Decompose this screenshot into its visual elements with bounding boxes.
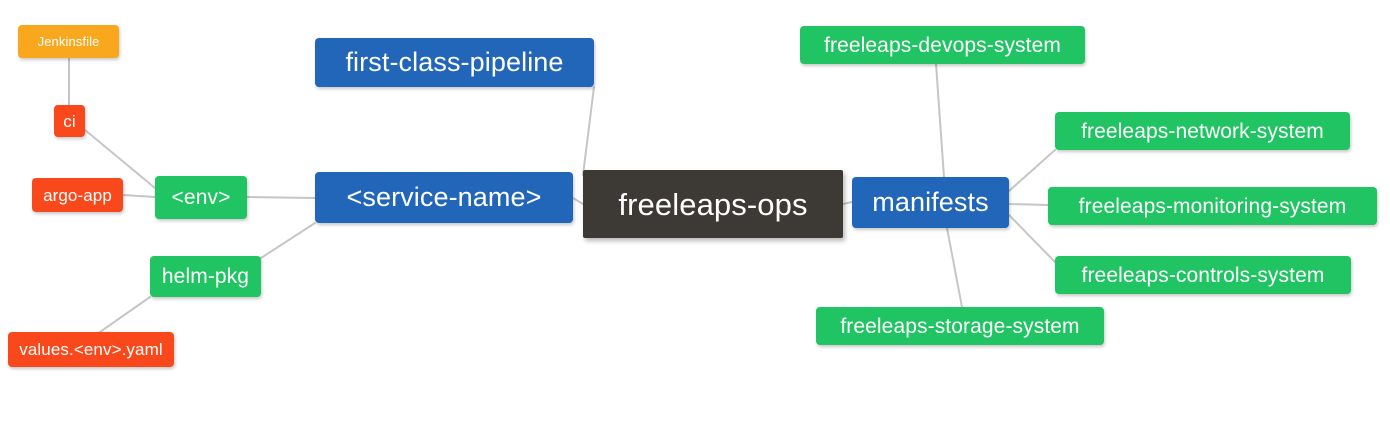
node-helm-pkg[interactable]: helm-pkg: [150, 256, 261, 297]
edge-manifests-network: [1008, 149, 1056, 192]
node-label: argo-app: [43, 185, 112, 205]
node-label: freeleaps-network-system: [1081, 119, 1324, 143]
node-label: manifests: [872, 187, 989, 217]
node-first-class-pipeline[interactable]: first-class-pipeline: [315, 38, 594, 87]
node-label: freeleaps-monitoring-system: [1078, 194, 1347, 218]
node-freeleaps-storage-system[interactable]: freeleaps-storage-system: [816, 307, 1104, 345]
node-freeleaps-monitoring-system[interactable]: freeleaps-monitoring-system: [1048, 187, 1377, 225]
node-label: freeleaps-ops: [618, 186, 808, 222]
node-values-yaml[interactable]: values.<env>.yaml: [8, 332, 174, 367]
node-manifests[interactable]: manifests: [852, 177, 1009, 228]
edge-service-name-helm-pkg: [260, 222, 316, 259]
node-freeleaps-devops-system[interactable]: freeleaps-devops-system: [800, 26, 1085, 64]
edge-helm-pkg-values-yaml: [99, 296, 151, 333]
edge-root-manifests: [842, 201, 853, 205]
node-label: first-class-pipeline: [345, 47, 564, 77]
edge-service-name-env: [246, 196, 316, 199]
node-jenkinsfile[interactable]: Jenkinsfile: [18, 25, 119, 58]
node-label: freeleaps-storage-system: [840, 314, 1080, 338]
node-label: freeleaps-controls-system: [1081, 263, 1325, 287]
node-label: ci: [63, 111, 76, 131]
edge-manifests-monitoring: [1008, 203, 1049, 206]
node-label: <service-name>: [346, 182, 542, 212]
node-freeleaps-network-system[interactable]: freeleaps-network-system: [1055, 112, 1350, 150]
node-argo-app[interactable]: argo-app: [32, 178, 123, 212]
edge-manifests-devops: [935, 63, 945, 178]
node-root[interactable]: freeleaps-ops: [583, 170, 843, 238]
edge-env-argo-app: [122, 194, 156, 198]
node-env[interactable]: <env>: [155, 176, 247, 219]
node-label: freeleaps-devops-system: [824, 33, 1061, 57]
node-label: Jenkinsfile: [37, 34, 100, 49]
edge-root-first-class-pipeline: [582, 86, 595, 176]
node-ci[interactable]: ci: [54, 105, 85, 137]
node-freeleaps-controls-system[interactable]: freeleaps-controls-system: [1055, 256, 1351, 294]
edge-root-service-name: [572, 197, 584, 205]
node-label: <env>: [171, 186, 231, 209]
node-service-name[interactable]: <service-name>: [315, 172, 573, 223]
node-label: helm-pkg: [161, 265, 250, 288]
edge-manifests-storage: [946, 227, 963, 308]
node-label: values.<env>.yaml: [19, 340, 163, 359]
